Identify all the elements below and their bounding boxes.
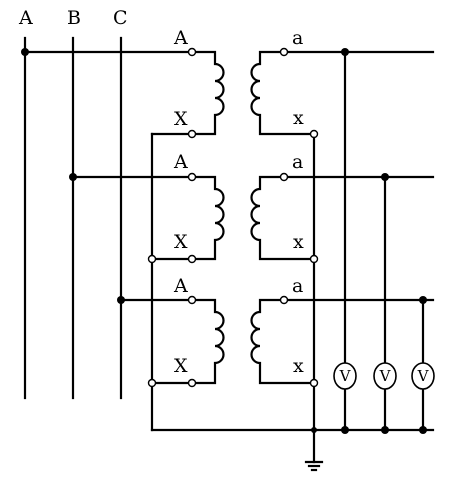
secondary-end-terminal xyxy=(309,129,319,139)
junction-bus-c xyxy=(117,296,125,304)
primary-winding xyxy=(196,298,225,385)
primary-start-label: A xyxy=(173,27,188,49)
secondary-end-label: x xyxy=(293,355,304,377)
voltmeter-3 xyxy=(411,362,435,390)
primary-start-terminal xyxy=(187,172,197,182)
bus-label-b: B xyxy=(67,7,81,29)
primary-end-terminal xyxy=(187,129,197,139)
primary-end-label: X xyxy=(174,231,188,253)
secondary-start-label: a xyxy=(292,275,303,297)
primary-winding xyxy=(196,50,225,136)
primary-start-label: A xyxy=(173,275,188,297)
secondary-start-label: a xyxy=(292,27,303,49)
neutral-junction-2 xyxy=(147,254,157,264)
junction-meter-1-top xyxy=(341,48,349,56)
secondary-start-terminal xyxy=(279,295,289,305)
secondary-end-terminal xyxy=(309,254,319,264)
primary-end-label: X xyxy=(174,355,188,377)
primary-start-label: A xyxy=(173,151,188,173)
secondary-start-terminal xyxy=(279,172,289,182)
neutral-junction-bottom xyxy=(311,427,317,433)
primary-end-terminal xyxy=(187,254,197,264)
junction-meter-2-bottom xyxy=(381,426,389,434)
junction-meter-2-top xyxy=(381,173,389,181)
voltmeter-2-label: V xyxy=(379,367,392,385)
transformer-1: A X a x xyxy=(173,27,319,139)
junction-bus-b xyxy=(69,173,77,181)
primary-start-terminal xyxy=(187,47,197,57)
primary-end-terminal xyxy=(187,378,197,388)
secondary-end-label: x xyxy=(293,107,304,129)
neutral-junction-3 xyxy=(147,378,157,388)
junction-meter-3-bottom xyxy=(419,426,427,434)
secondary-winding xyxy=(250,175,310,261)
voltmeter-1 xyxy=(333,362,357,390)
secondary-winding xyxy=(250,298,310,385)
bus-label-c: C xyxy=(113,7,128,29)
bus-label-a: A xyxy=(18,7,33,29)
junction-meter-1-bottom xyxy=(341,426,349,434)
primary-winding xyxy=(196,175,225,261)
secondary-end-terminal xyxy=(309,378,319,388)
primary-start-terminal xyxy=(187,295,197,305)
secondary-start-label: a xyxy=(292,151,303,173)
secondary-winding xyxy=(250,50,310,136)
voltmeter-2 xyxy=(373,362,397,390)
voltmeter-3-label: V xyxy=(417,367,430,385)
primary-end-label: X xyxy=(174,108,188,130)
junction-bus-a xyxy=(21,48,29,56)
transformer-3: A X a x xyxy=(173,275,319,388)
secondary-end-label: x xyxy=(293,231,304,253)
ground-symbol xyxy=(304,460,324,472)
secondary-start-terminal xyxy=(279,47,289,57)
junction-meter-3-top xyxy=(419,296,427,304)
transformer-2: A X a x xyxy=(173,151,319,264)
voltmeter-1-label: V xyxy=(339,367,352,385)
